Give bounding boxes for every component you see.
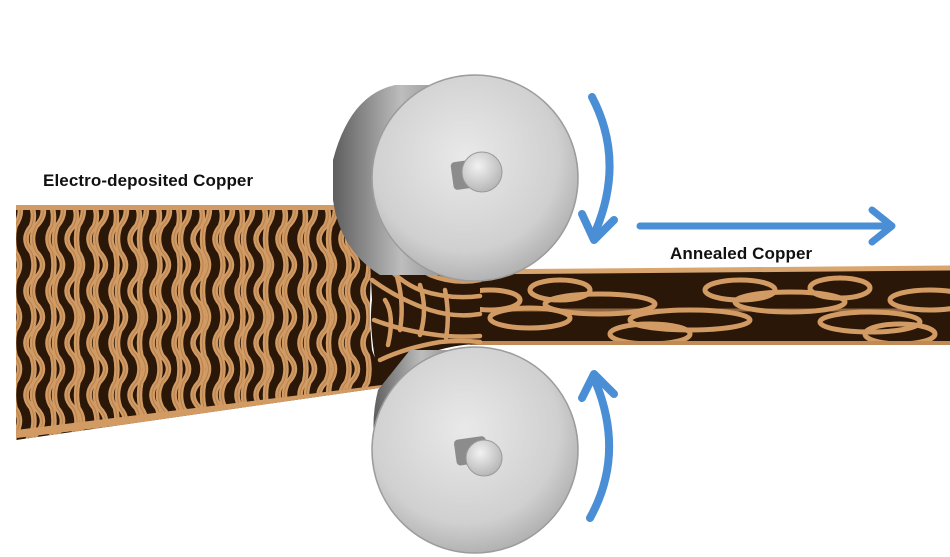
block-bottom-edge — [16, 384, 385, 438]
copper-strand-shade — [117, 205, 127, 440]
bottom-rotation-arrow-icon — [578, 370, 618, 522]
deforming-grain — [377, 338, 483, 363]
copper-strand-shade — [54, 205, 64, 440]
columnar-strands — [16, 205, 385, 440]
deforming-grain — [382, 297, 394, 348]
annealed-copper-label: Annealed Copper — [670, 244, 813, 263]
grain-boundary — [702, 277, 778, 303]
deforming-grain-web — [367, 212, 483, 363]
electro-deposited-copper-block — [16, 205, 400, 440]
grain-boundary — [817, 309, 923, 335]
grain-boundary — [542, 291, 658, 317]
copper-strand-shade — [66, 205, 78, 440]
top-roller-icon — [333, 74, 579, 282]
copper-strand-shade — [32, 205, 44, 440]
copper-strand-shade — [95, 205, 107, 440]
deforming-grain — [417, 282, 427, 338]
deforming-grain — [392, 267, 404, 333]
copper-strand-shade — [88, 205, 98, 440]
grain-boundary — [862, 321, 938, 344]
grain-boundary — [607, 321, 693, 344]
deforming-grain — [442, 287, 450, 341]
feed-direction-arrow-icon — [636, 206, 896, 246]
copper-strand-shade — [47, 205, 55, 440]
annealed-grain-mesh — [470, 275, 950, 344]
grain-boundary — [807, 275, 873, 301]
bottom-roller-icon — [371, 346, 579, 554]
grain-boundary — [487, 305, 573, 331]
block-top-edge — [16, 205, 371, 210]
copper-strand-shade — [76, 205, 84, 440]
copper-strand-shade — [25, 205, 35, 440]
copper-strand-shade — [16, 205, 21, 440]
annealed-copper-strip — [469, 265, 950, 345]
deforming-grain — [369, 277, 483, 318]
electro-deposited-copper-label: Electro-deposited Copper — [43, 171, 254, 190]
top-rotation-arrow-icon — [578, 93, 618, 244]
copper-strand-shade — [110, 205, 118, 440]
grain-boundary — [527, 277, 593, 303]
